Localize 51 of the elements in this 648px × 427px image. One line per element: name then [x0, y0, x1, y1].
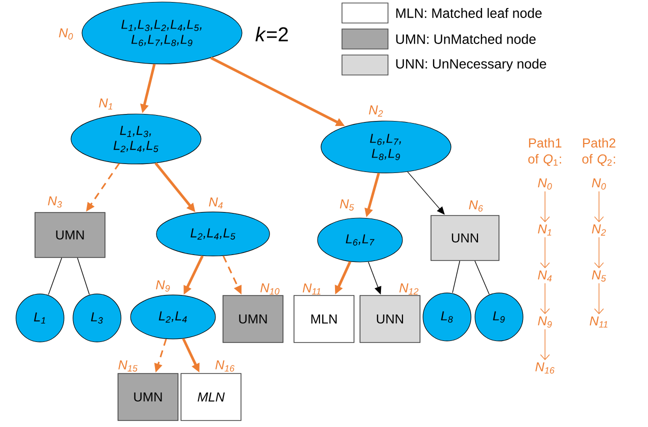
ellipse-node: L$_{1}$,L$_{3}$, L$_{2}$,L$_{4}$,L$_{5}$: [70, 114, 202, 164]
square-node: MLN: [180, 373, 242, 421]
square-node: UNN: [430, 215, 500, 261]
path-step: N$_{4}$: [538, 270, 552, 282]
ellipse-node: L$_{1}$,L$_{3}$,L$_{2}$,L$_{4}$,L$_{5}$, L$_{6}$,L$_{7}$,L$_{8}$,L$_{9}$: [82, 2, 242, 64]
square-node: UNN: [360, 295, 420, 343]
node-label: N$_{10}$: [260, 283, 280, 295]
node-label: N$_{4}$: [208, 197, 223, 209]
path-step: N$_{0}$: [538, 178, 552, 190]
node-label: N$_{9}$: [156, 280, 170, 292]
square-node: UMN: [118, 373, 178, 421]
arrow: [540, 328, 550, 360]
connector-line: [48, 258, 62, 296]
ellipse-node: L$_{6}$,L$_{7}$, L$_{8}$,L$_{9}$: [320, 120, 452, 174]
path-heading: Path2 of Q$_{2}$:: [582, 138, 616, 166]
node-label: N$_{6}$: [468, 200, 483, 212]
path-step: N$_{0}$: [592, 178, 606, 190]
ellipse-node: L$_{2}$,L$_{4}$: [130, 294, 216, 340]
path-step: N$_{5}$: [592, 270, 606, 282]
node-label: N$_{3}$: [48, 196, 62, 208]
arrow: [540, 236, 550, 268]
arrow: [594, 190, 604, 222]
node-label: N$_{1}$: [98, 98, 112, 110]
path-step: N$_{16}$: [535, 362, 554, 374]
path-step: N$_{11}$: [590, 316, 608, 328]
square-node: MLN: [294, 295, 354, 343]
arrow: [594, 236, 604, 268]
node-label: N$_{16}$: [215, 360, 234, 372]
node-label: N$_{15}$: [118, 360, 138, 372]
arrow: [594, 282, 604, 314]
arrow: [540, 190, 550, 222]
node-label: N$_{12}$: [399, 283, 418, 295]
node-label: N$_{11}$: [302, 283, 320, 295]
connector-line: [77, 258, 90, 295]
connector-line: [474, 260, 490, 295]
path-step: N$_{9}$: [538, 316, 552, 328]
ellipse-node: L$_{6}$,L$_{7}$: [317, 218, 403, 262]
arrow: [540, 282, 550, 314]
square-node: UMN: [34, 212, 106, 258]
path-step: N$_{1}$: [538, 224, 552, 236]
path-step: N$_{2}$: [592, 224, 606, 236]
node-label: N$_{0}$: [58, 28, 73, 40]
connector-line: [452, 260, 460, 294]
path-heading: Path1 of Q$_{1}$:: [528, 138, 562, 166]
node-label: N$_{2}$: [368, 105, 383, 117]
square-node: UMN: [222, 295, 284, 343]
legend-text: MLN: Matched leaf node: [396, 8, 542, 18]
legend-text: UMN: UnMatched node: [396, 34, 536, 44]
ellipse-node: L$_{2}$,L$_{4}$,L$_{5}$: [156, 212, 270, 256]
node-label: N$_{5}$: [340, 199, 354, 211]
legend-text: UNN: UnNecessary node: [396, 58, 546, 72]
